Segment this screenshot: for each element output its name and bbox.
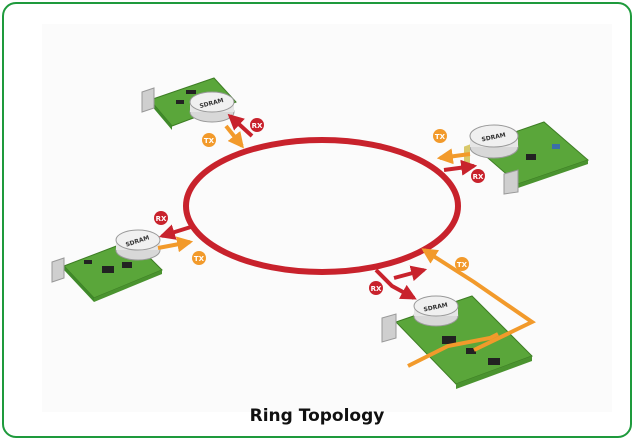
svg-text:TX: TX: [435, 133, 446, 141]
rx-arrow-bottom-right: [374, 268, 417, 300]
tx-cable-bottom-right: [407, 332, 499, 368]
sdram-label-top-right: SDRAM: [481, 132, 506, 144]
rx-badge-top-left: RX: [250, 118, 264, 132]
tx-arrow-bottom-right: [421, 248, 536, 352]
ring-path: [183, 137, 461, 275]
node-left: [51, 229, 163, 302]
svg-text:RX: RX: [156, 215, 167, 223]
svg-text:RX: RX: [371, 285, 382, 293]
tx-arrow-left: [157, 236, 194, 253]
tx-badge-bottom-right: TX: [455, 257, 469, 271]
tx-badge-top-left: TX: [202, 133, 216, 147]
tx-links: [157, 124, 536, 368]
diagram-caption: Ring Topology: [249, 406, 385, 426]
rx-arrow-top-right: [443, 159, 478, 176]
tx-badge-top-right: TX: [433, 129, 447, 143]
node-top-right: [469, 121, 589, 195]
rx-arrow-bottom-right-out: [393, 265, 428, 282]
rx-badge-top-right: RX: [471, 169, 485, 183]
rx-arrow-top-left: [227, 113, 254, 138]
svg-text:RX: RX: [473, 173, 484, 181]
rx-badge-left: RX: [154, 211, 168, 225]
rx-badge-bottom-right: RX: [369, 281, 383, 295]
svg-text:TX: TX: [457, 261, 468, 269]
tx-badge-left: TX: [192, 251, 206, 265]
rx-links: [158, 113, 478, 300]
rx-arrow-left: [158, 224, 195, 240]
tx-arrow-top-right: [436, 148, 471, 165]
svg-text:TX: TX: [194, 255, 205, 263]
node-bottom-right: [381, 144, 533, 389]
ring-topology-diagram: SDRAM SDRAM SDRAM: [51, 77, 589, 389]
svg-text:TX: TX: [204, 137, 215, 145]
svg-text:RX: RX: [252, 122, 263, 130]
sdram-label-bottom-right: SDRAM: [423, 302, 448, 314]
node-top-left: [141, 77, 237, 130]
diagram-frame: SDRAM SDRAM SDRAM: [2, 2, 632, 438]
tx-arrow-top-left: [224, 124, 244, 149]
